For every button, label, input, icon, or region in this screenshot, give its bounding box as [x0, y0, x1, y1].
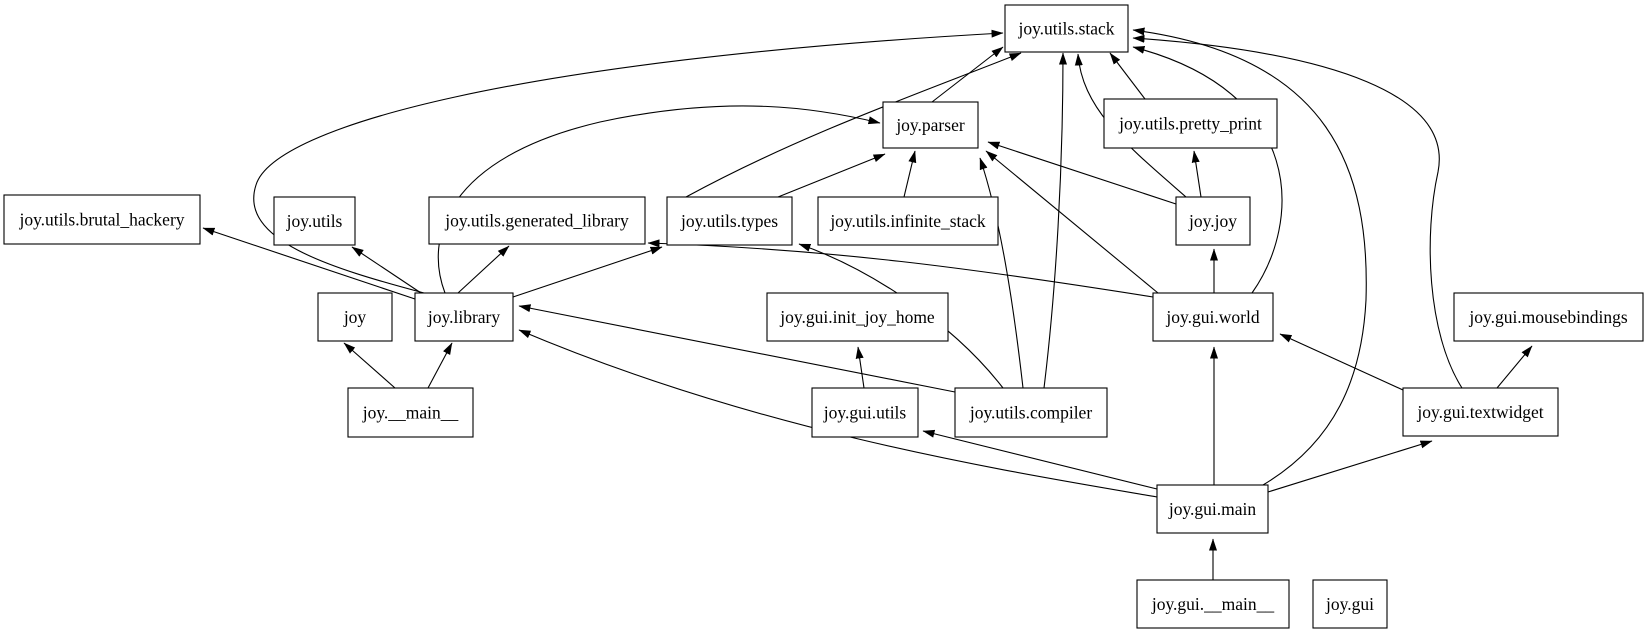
edge-joy-joy-to-joy-utils-pretty-print	[1191, 150, 1202, 198]
edge-joy-utils-compiler-to-joy-parser	[979, 157, 1024, 389]
node-joy-utils-stack-box	[1004, 4, 1129, 53]
node-joy-utils-types-label: joy.utils.types	[680, 211, 778, 231]
node-joy-gui-label: joy.gui	[1325, 594, 1374, 614]
node-joy-gui: joy.gui	[1312, 579, 1388, 629]
node-joy-main: joy.__main__	[347, 387, 474, 438]
node-joy-parser-box	[882, 101, 979, 149]
node-joy-utils-pretty-print-box	[1103, 98, 1278, 149]
nodes-layer: joy.utils.stack joy.parser joy.utils.prett…	[3, 4, 1644, 629]
node-joy-utils-types-box	[666, 196, 793, 246]
node-joy-library-box	[414, 292, 514, 342]
node-joy-library: joy.library	[414, 292, 514, 342]
node-joy-main-box	[347, 387, 474, 438]
edge-joy-utils-types-to-joy-utils-stack	[685, 52, 1022, 198]
node-joy-gui-mousebindings-label: joy.gui.mousebindings	[1468, 307, 1628, 327]
node-joy-utils-generated-library-box	[428, 196, 646, 245]
node-joy: joy	[317, 292, 393, 342]
edge-joy-gui-textwidget-to-joy-gui-world	[1279, 333, 1404, 391]
node-joy-utils-brutal-hackery-label: joy.utils.brutal_hackery	[18, 210, 184, 230]
node-joy-main-label: joy.__main__	[362, 403, 459, 423]
node-joy-utils-infinite-stack: joy.utils.infinite_stack	[817, 196, 999, 246]
node-joy-utils-stack-label: joy.utils.stack	[1017, 19, 1114, 39]
node-joy-joy: joy.joy	[1175, 196, 1251, 246]
edge-joy-utils-types-to-joy-parser	[777, 153, 886, 198]
node-joy-gui-init-joy-home-label: joy.gui.init_joy_home	[779, 307, 935, 327]
edge-joy-library-to-joy-utils-brutal-hackery	[202, 227, 416, 300]
node-joy-utils-compiler-label: joy.utils.compiler	[969, 403, 1092, 423]
node-joy-utils-brutal-hackery: joy.utils.brutal_hackery	[3, 194, 201, 245]
node-joy-gui-utils-label: joy.gui.utils	[823, 403, 907, 423]
node-joy-gui-main-main-box	[1136, 579, 1290, 629]
edge-joy-main-to-joy-library	[427, 342, 453, 389]
edge-joy-library-to-joy-utils-generated-library	[457, 245, 510, 294]
node-joy-utils-types: joy.utils.types	[666, 196, 793, 246]
edge-joy-library-to-joy-utils-stack	[253, 29, 1004, 294]
node-joy-utils-stack: joy.utils.stack	[1004, 4, 1129, 53]
edge-joy-gui-world-to-joy-parser	[985, 150, 1159, 294]
node-joy-library-label: joy.library	[427, 307, 500, 327]
node-joy-utils: joy.utils	[273, 196, 356, 246]
edge-joy-gui-main-to-joy-gui-textwidget	[1267, 440, 1433, 493]
edge-joy-gui-main-to-joy-utils-stack	[1132, 27, 1367, 486]
edge-joy-joy-to-joy-parser	[987, 141, 1177, 205]
edge-joy-library-to-joy-utils	[351, 246, 425, 296]
node-joy-utils-pretty-print: joy.utils.pretty_print	[1103, 98, 1278, 149]
node-joy-utils-generated-library: joy.utils.generated_library	[428, 196, 646, 245]
edge-joy-gui-world-to-joy-utils-generated-library	[647, 239, 1154, 298]
node-joy-box	[317, 292, 393, 342]
node-joy-gui-world-box	[1152, 292, 1274, 342]
node-joy-gui-utils: joy.gui.utils	[811, 387, 919, 438]
node-joy-gui-world: joy.gui.world	[1152, 292, 1274, 342]
node-joy-gui-world-label: joy.gui.world	[1165, 307, 1259, 327]
edge-joy-gui-textwidget-to-joy-utils-stack	[1132, 34, 1463, 389]
edge-joy-utils-compiler-to-joy-utils-stack	[1043, 52, 1067, 389]
node-joy-utils-compiler: joy.utils.compiler	[954, 387, 1108, 438]
node-joy-utils-infinite-stack-box	[817, 196, 999, 246]
edge-joy-main-to-joy	[343, 342, 396, 389]
node-joy-gui-textwidget-label: joy.gui.textwidget	[1416, 402, 1543, 422]
node-joy-parser: joy.parser	[882, 101, 979, 149]
edge-joy-gui-utils-to-joy-gui-init-joy-home	[855, 346, 865, 389]
edge-joy-utils-infinite-stack-to-joy-parser	[903, 150, 917, 198]
edges-layer	[202, 27, 1533, 580]
node-joy-utils-generated-library-label: joy.utils.generated_library	[444, 211, 629, 231]
edge-joy-utils-compiler-to-joy-library	[518, 304, 956, 393]
edge-joy-utils-pretty-print-to-joy-utils-stack	[1109, 52, 1146, 100]
node-joy-joy-label: joy.joy	[1188, 211, 1237, 231]
node-joy-utils-infinite-stack-label: joy.utils.infinite_stack	[829, 211, 986, 231]
node-joy-label: joy	[343, 307, 367, 327]
node-joy-joy-box	[1175, 196, 1251, 246]
node-joy-utils-pretty-print-label: joy.utils.pretty_print	[1118, 114, 1262, 134]
node-joy-utils-label: joy.utils	[286, 211, 343, 231]
node-joy-gui-main: joy.gui.main	[1156, 484, 1269, 534]
edge-joy-gui-world-to-joy-utils-stack	[1132, 46, 1283, 294]
node-joy-gui-main-label: joy.gui.main	[1168, 499, 1257, 519]
node-joy-utils-compiler-box	[954, 387, 1108, 438]
node-joy-gui-main-box	[1156, 484, 1269, 534]
edge-joy-gui-main-to-joy-library	[518, 329, 1158, 498]
node-joy-parser-label: joy.parser	[895, 115, 965, 135]
node-joy-gui-main-main: joy.gui.__main__	[1136, 579, 1290, 629]
node-joy-gui-textwidget-box	[1402, 387, 1559, 437]
node-joy-gui-init-joy-home: joy.gui.init_joy_home	[766, 292, 949, 342]
node-joy-gui-init-joy-home-box	[766, 292, 949, 342]
edge-joy-gui-textwidget-to-joy-gui-mousebindings	[1496, 345, 1533, 389]
node-joy-utils-brutal-hackery-box	[3, 194, 201, 245]
node-joy-gui-textwidget: joy.gui.textwidget	[1402, 387, 1559, 437]
edge-joy-gui-main-to-joy-gui-utils	[922, 429, 1158, 490]
edge-joy-parser-to-joy-utils-stack	[931, 46, 1004, 103]
node-joy-gui-mousebindings-box	[1453, 292, 1644, 342]
node-joy-gui-main-main-label: joy.gui.__main__	[1151, 594, 1275, 614]
edge-joy-library-to-joy-utils-types	[512, 246, 663, 298]
node-joy-gui-mousebindings: joy.gui.mousebindings	[1453, 292, 1644, 342]
node-joy-gui-utils-box	[811, 387, 919, 438]
node-joy-gui-box	[1312, 579, 1388, 629]
node-joy-utils-box	[273, 196, 356, 246]
